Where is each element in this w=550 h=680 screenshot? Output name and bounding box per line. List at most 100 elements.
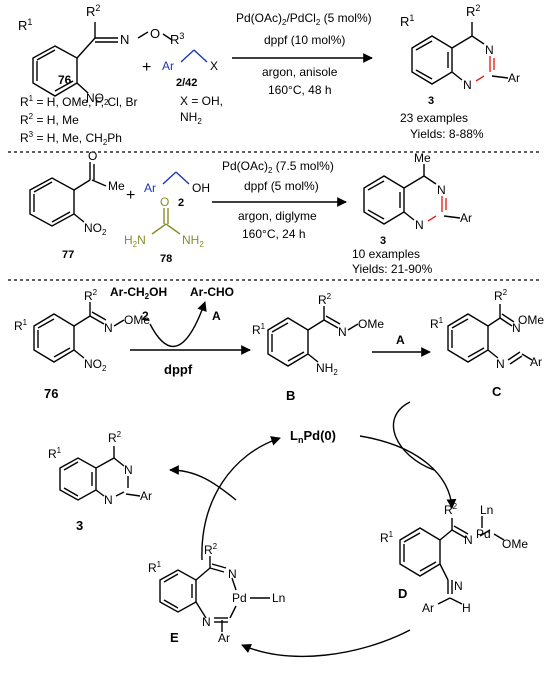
compound-label-3: 3 [428, 95, 434, 107]
mech-e-ln: Ln [272, 591, 285, 605]
mech-d-h: H [462, 601, 471, 615]
atom-o: O [150, 26, 160, 41]
cycle-arrow-e-pd [201, 436, 281, 561]
x-eq-line2: NH2 [180, 110, 202, 126]
mech-3-n1: N [104, 493, 113, 507]
cycle-arrow-c-join [392, 401, 435, 471]
mech-a-label-2: A [396, 333, 405, 347]
urea-o: O [160, 195, 169, 209]
mech-b-ome: OMe [358, 317, 384, 331]
reagent-bonds [180, 49, 208, 63]
mech-3-structure [59, 446, 141, 501]
reactant-77-structure [29, 162, 107, 227]
r1-label: R1 [18, 17, 32, 33]
alcohol-bonds [162, 171, 190, 185]
r3-label: R3 [170, 31, 184, 47]
no2-label-77: NO2 [84, 221, 107, 237]
mech-b-r1: R1 [252, 322, 266, 337]
mech-d-ln: Ln [480, 503, 493, 517]
mech-76-structure [33, 302, 125, 363]
mech-e-r1: R1 [148, 560, 162, 575]
product2-n3: N [437, 183, 446, 197]
mech-label-3: 3 [76, 518, 83, 533]
reactant-76-structure [32, 22, 173, 97]
reagent-ar: Ar [162, 59, 174, 73]
ketone-o: O [88, 149, 97, 163]
cond2-line1: Pd(OAc)2 (7.5 mol%) [222, 159, 334, 175]
cond2-line4: 160°C, 24 h [242, 227, 306, 241]
mech-curved-arrow-a [149, 301, 207, 347]
mech-e-n2: N [202, 615, 211, 629]
sub-def-r1: R1 = H, OMe, F, Cl, Br [20, 94, 137, 109]
plus-sign-2: + [126, 187, 135, 204]
sub-def-r3: R3 = H, Me, CH2Ph [20, 130, 122, 147]
alcohol-oh: OH [192, 181, 210, 195]
compound-label-2-42: 2/42 [176, 77, 197, 89]
mech-c-structure [447, 304, 533, 365]
urea-structure [151, 208, 181, 235]
mech-d-n: N [464, 533, 473, 547]
mech-label-76: 76 [44, 386, 58, 401]
mech-d-pd: Pd [476, 527, 491, 541]
atom-n: N [120, 32, 129, 47]
mech-lnpd0: LnPd(0) [290, 428, 336, 445]
mech-d-r1: R1 [380, 530, 394, 545]
mech-e-pd: Pd [232, 591, 247, 605]
compound-label-76: 76 [58, 73, 72, 87]
product-me: Me [414, 151, 431, 165]
product-3b-structure [363, 164, 461, 225]
mech-3-ar: Ar [140, 489, 152, 503]
mech-e-r2: R2 [204, 542, 218, 557]
product-n3: N [485, 43, 494, 57]
yields-1: Yields: 8-88% [410, 127, 484, 141]
mech-d-ar: Ar [422, 601, 434, 615]
mech-b-structure [267, 306, 359, 367]
product-n1: N [463, 78, 472, 92]
section-2: O Me NO2 77 + Ar OH 2 O H2N NH2 78 Pd(OA… [29, 149, 472, 276]
mech-76-ome: OMe [124, 313, 150, 327]
mech-c-n2: N [496, 357, 505, 371]
mech-e-n: N [228, 567, 237, 581]
mech-e-ar: Ar [218, 631, 230, 645]
r2-label: R2 [86, 3, 100, 19]
mech-d-n2: N [454, 579, 463, 593]
mech-ar-ch2oh: Ar-CH2OH [110, 285, 167, 301]
mechanism: R1 R2 N OMe NO2 76 Ar-CH2OH 2 Ar-CHO A d… [14, 285, 544, 658]
sub-def-r2: R2 = H, Me [20, 112, 79, 127]
mech-c-ome: OMe [518, 313, 544, 327]
cond2-line3: argon, diglyme [238, 209, 317, 223]
mech-d-r2: R2 [444, 502, 458, 517]
examples-count-2: 10 examples [352, 247, 420, 261]
product-r1: R1 [400, 13, 414, 29]
compound-label-3b: 3 [380, 235, 386, 247]
mech-76-no2: NO2 [84, 357, 107, 373]
compound-label-78: 78 [160, 253, 172, 265]
mech-76-r1: R1 [14, 318, 28, 333]
mech-label-d: D [398, 586, 407, 601]
cond2-line2: dppf (5 mol%) [244, 179, 319, 193]
plus-sign: + [142, 59, 151, 76]
mech-b-r2: R2 [318, 292, 332, 307]
mech-dppf: dppf [164, 362, 193, 377]
mech-b-nh2: NH2 [316, 361, 338, 377]
examples-count-1: 23 examples [400, 111, 468, 125]
mech-ar-cho: Ar-CHO [190, 285, 234, 299]
reagent-x: X [210, 59, 218, 73]
compound-label-77: 77 [62, 249, 74, 261]
mech-3-r2: R2 [108, 430, 122, 445]
product2-n1: N [415, 218, 424, 232]
section-1: R1 R2 N O R3 NO2 76 + Ar X 2/42 X = OH, … [18, 3, 520, 147]
mech-c-r2: R2 [494, 288, 508, 303]
compound-label-2: 2 [178, 197, 184, 209]
cycle-arrow-d-e [241, 629, 411, 658]
product-3-structure [411, 22, 509, 85]
mech-a-label: A [212, 309, 221, 323]
product2-ar: Ar [460, 211, 472, 225]
mech-76-n: N [104, 321, 113, 335]
x-eq-line1: X = OH, [180, 94, 223, 108]
cond1-line1: Pd(OAc)2/PdCl2 (5 mol%) [236, 11, 372, 27]
mech-e-structure [159, 556, 270, 632]
cond1-line3: argon, anisole [262, 65, 338, 79]
mech-label-e: E [170, 630, 179, 645]
